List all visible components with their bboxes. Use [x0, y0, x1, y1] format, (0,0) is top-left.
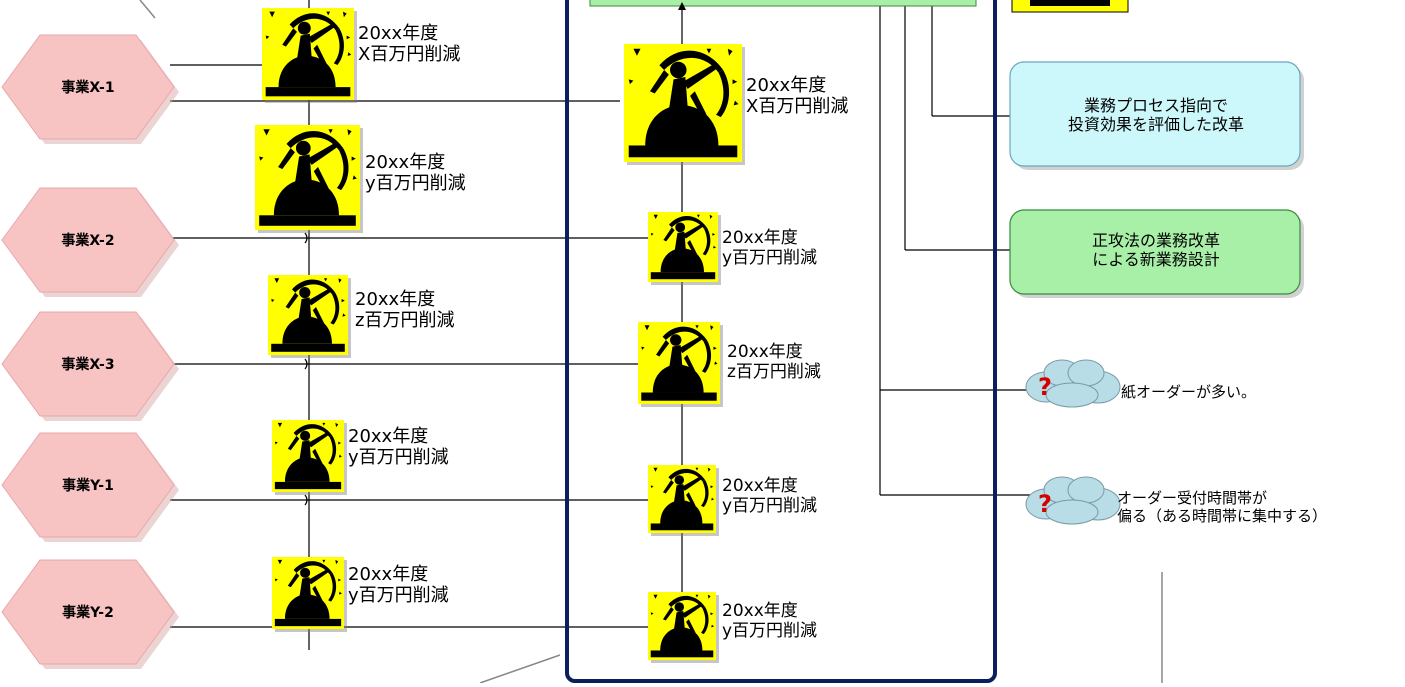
- left-target-icon: [272, 557, 347, 632]
- archer-target-icon: [648, 465, 716, 533]
- project-hexagon: [1, 559, 179, 669]
- archer-target-icon: [638, 322, 720, 404]
- cloud-icon: [1045, 499, 1099, 525]
- issue-cloud: ?: [1025, 359, 1121, 408]
- project-label: 事業Y-2: [62, 605, 114, 621]
- annotation-line: [479, 654, 561, 684]
- arrowhead-icon: [678, 2, 686, 10]
- hexagon-shape: [1, 187, 175, 293]
- hexagon-shape: [1, 34, 175, 140]
- cropped-icon-silhouette: [1030, 0, 1110, 6]
- box-shape: [1009, 209, 1301, 295]
- cloud-icon: [1045, 382, 1099, 408]
- box-shape: [1009, 61, 1301, 167]
- hexagon-shape: [1, 432, 175, 538]
- redesign-box: [1009, 209, 1304, 298]
- issue-cloud: ?: [1025, 476, 1121, 525]
- center-target-icon: [648, 212, 721, 285]
- investment-box-label: 業務プロセス指向で 投資効果を評価した改革: [1067, 95, 1245, 134]
- issue-label: 紙オーダーが多い。: [1121, 383, 1257, 401]
- left-target-icon: [272, 420, 347, 495]
- archer-target-icon: [648, 592, 716, 660]
- left-target-icon: [262, 8, 357, 103]
- center-target-icon: [638, 322, 723, 407]
- left-target-icon: [255, 125, 363, 233]
- center-target-icon: [648, 592, 719, 663]
- redesign-box-label: 正攻法の業務改革 による新業務設計: [1091, 230, 1221, 269]
- project-label: 事業X-2: [61, 233, 115, 249]
- cloud-icon: [1067, 476, 1105, 504]
- question-mark-icon: ?: [1038, 373, 1052, 401]
- line-bridge: [304, 232, 308, 244]
- connector-lines: [170, 0, 1030, 650]
- archer-target-icon: [255, 125, 360, 230]
- hexagon-shape: [1, 311, 175, 417]
- archer-target-icon: [272, 557, 344, 629]
- issue-label: オーダー受付時間帯が 偏る（ある時間帯に集中する）: [1117, 489, 1328, 525]
- archer-target-icon: [262, 8, 354, 100]
- line-bridge: [304, 494, 308, 506]
- hexagon-shape: [1, 559, 175, 665]
- center-frame: [565, 0, 997, 683]
- investment-box: [1009, 61, 1304, 170]
- project-hexagon: [1, 432, 179, 542]
- project-label: 事業Y-1: [62, 478, 114, 494]
- diagram-shapes: ??: [1, 0, 1304, 684]
- archer-target-icon: [624, 44, 742, 162]
- archer-target-icon: [268, 275, 348, 355]
- project-label: 事業X-3: [61, 357, 115, 373]
- left-target-icon: [268, 275, 351, 358]
- top-green-box: [589, 0, 977, 7]
- project-label: 事業X-1: [61, 80, 115, 96]
- project-hexagon: [1, 311, 179, 421]
- annotation-line: [139, 0, 156, 19]
- center-target-icon: [648, 465, 719, 536]
- archer-target-icon: [648, 212, 718, 282]
- center-target-icon: [624, 44, 745, 165]
- project-hexagon: [1, 34, 179, 144]
- cloud-icon: [1067, 359, 1105, 387]
- project-hexagon: [1, 187, 179, 297]
- question-mark-icon: ?: [1038, 490, 1052, 518]
- archer-target-icon: [272, 420, 344, 492]
- line-bridge: [304, 358, 308, 370]
